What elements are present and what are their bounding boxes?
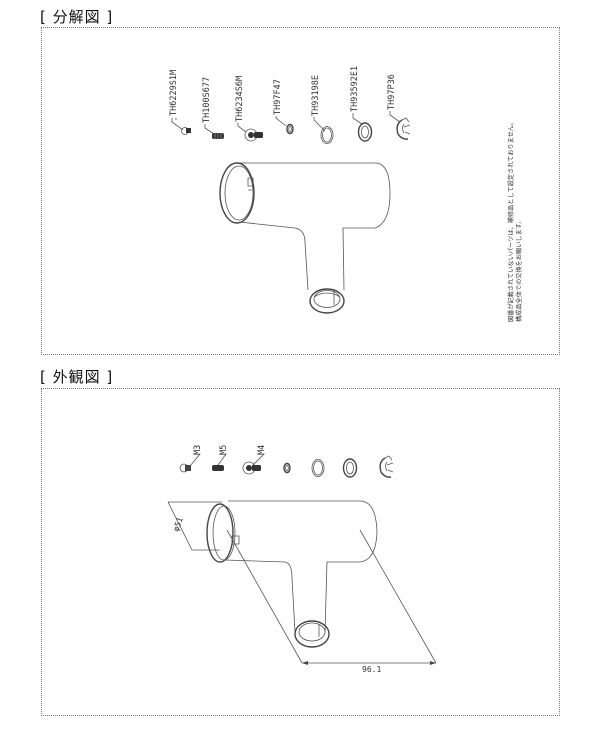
- notice-text: 図番が記載されていないパーツは、補修品として設定されておりません。 構成品全体で…: [507, 119, 523, 322]
- diameter-dimension: φ51: [167, 501, 222, 551]
- screw-size-label: M4: [257, 445, 267, 455]
- oring-icon: [320, 126, 334, 144]
- notice-line-1: 図番が記載されていないパーツは、補修品として設定されておりません。: [507, 119, 515, 322]
- part-label-4: TH97F47: [273, 79, 287, 127]
- exterior-view-frame: [41, 388, 560, 716]
- part-number-label: TH97P36: [387, 74, 397, 110]
- part-number-label: TH93198E: [311, 75, 321, 116]
- exploded-view-title: [ 分解図 ]: [40, 8, 114, 26]
- exterior-packing-ring-icon: [342, 458, 358, 478]
- exterior-view-title: [ 外観図 ]: [40, 368, 114, 386]
- exterior-retaining-clip-icon: [379, 455, 394, 478]
- exterior-screw-1: M3: [179, 445, 203, 473]
- part-label-3: TH6234S6M: [235, 76, 247, 133]
- length-dimension: 96.1: [226, 529, 437, 674]
- packing-ring-icon: [357, 122, 373, 142]
- diameter-value: φ51: [171, 516, 184, 533]
- part-label-1: TH6229S1M: [169, 70, 184, 131]
- part-number-label: TH6234S6M: [235, 76, 245, 122]
- exterior-small-oring-icon: [283, 462, 291, 474]
- small-oring-icon: [286, 123, 294, 135]
- exterior-screw-3: M4: [242, 445, 267, 475]
- part-number-label: TH93592E1: [350, 66, 360, 112]
- exploded-view-frame: [41, 27, 560, 355]
- part-number-label: TH6229S1M: [169, 70, 179, 116]
- part-label-7: TH97P36: [387, 74, 401, 123]
- exterior-screw-2: M5: [212, 445, 229, 471]
- notice-line-2: 構成品全体での交換をお願いします。: [515, 217, 523, 322]
- screw-size-label: M3: [193, 445, 203, 455]
- t-pipe-body-icon: [219, 162, 391, 314]
- retaining-clip-icon: [396, 117, 411, 140]
- length-value: 96.1: [362, 665, 381, 674]
- exterior-oring-icon: [311, 459, 325, 477]
- part-number-label: TH97F47: [273, 79, 283, 115]
- part-number-label: TH100S677: [202, 77, 212, 123]
- small-screw-icon: [181, 127, 191, 135]
- screw-size-label: M5: [219, 445, 229, 455]
- flanged-bolt-icon: [244, 128, 263, 142]
- t-pipe-exterior-icon: [206, 500, 378, 648]
- part-label-2: TH100S677: [202, 77, 215, 135]
- set-screw-icon: [212, 133, 224, 139]
- part-label-6: TH93592E1: [350, 66, 363, 125]
- part-label-5: TH93198E: [311, 75, 326, 132]
